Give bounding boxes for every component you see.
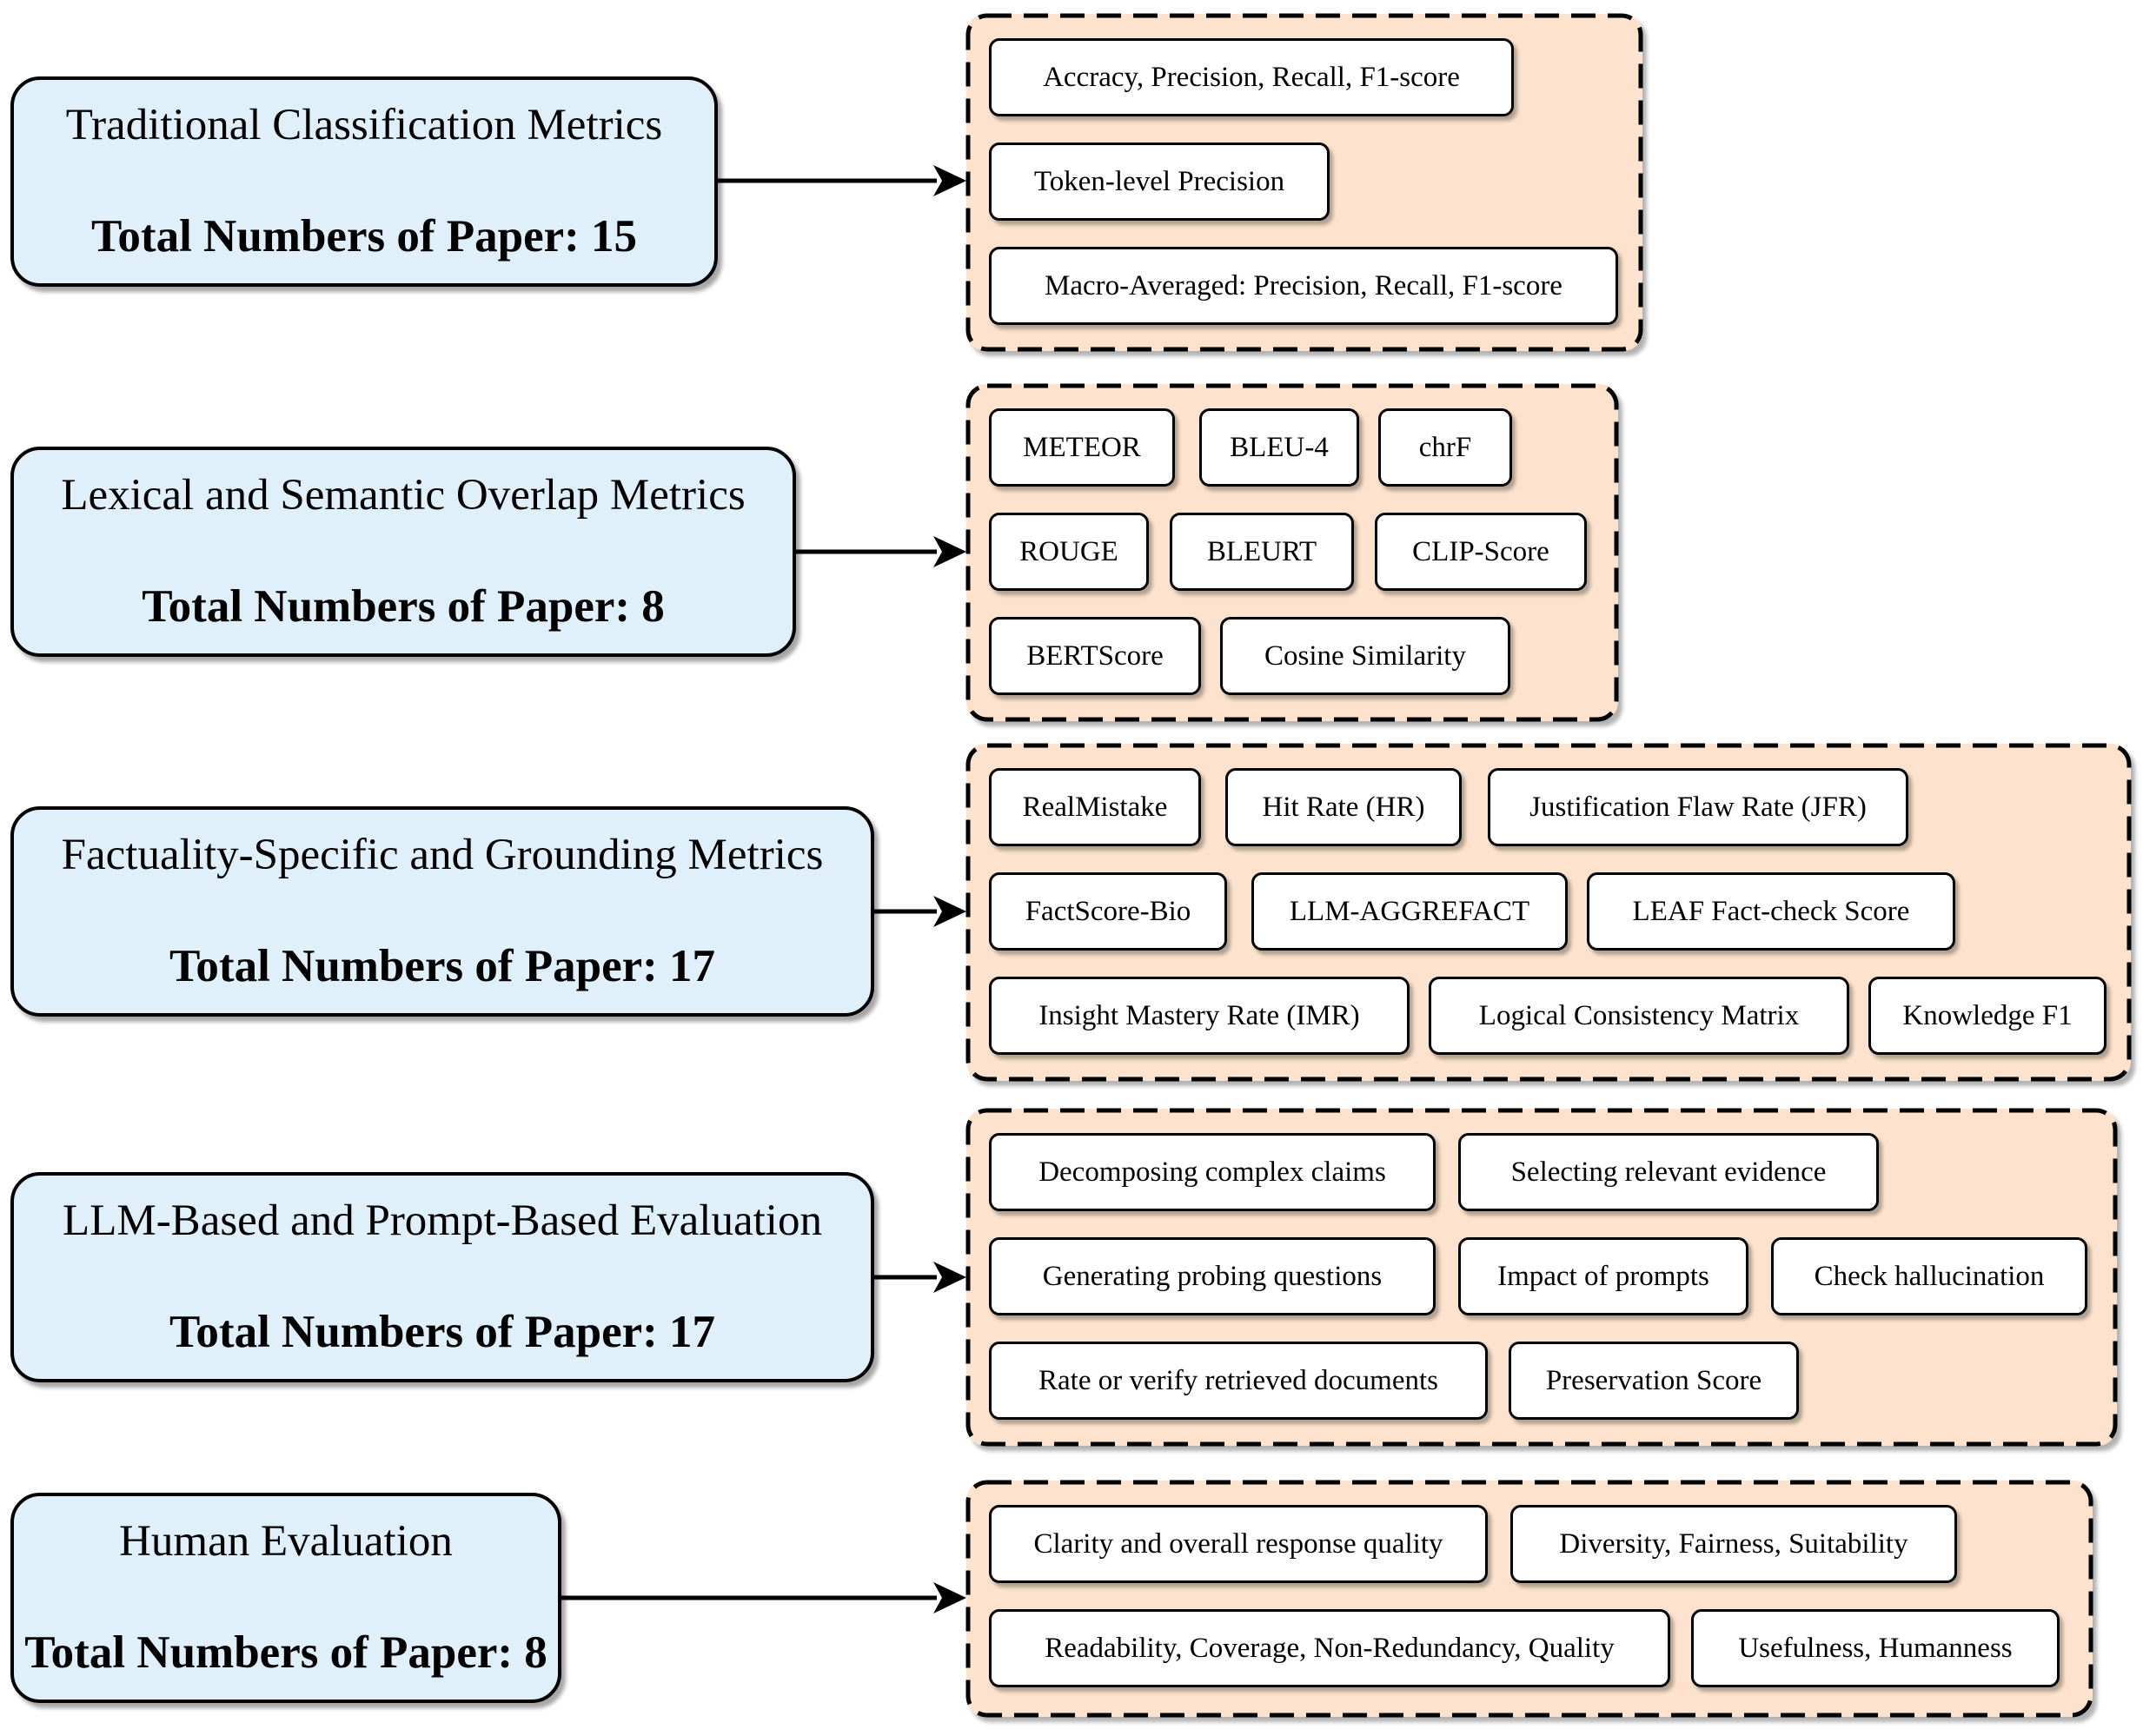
metric-chip: Decomposing complex claims	[989, 1133, 1436, 1211]
arrow-lexical	[796, 536, 966, 567]
category-total: Total Numbers of Paper: 17	[14, 1306, 871, 1358]
metric-chip: Generating probing questions	[989, 1237, 1436, 1315]
metric-chip: BLEURT	[1170, 513, 1354, 591]
metric-chip: Clarity and overall response quality	[989, 1505, 1488, 1583]
metrics-group-human: Clarity and overall response quality Div…	[965, 1480, 2093, 1718]
metrics-group-lexical: METEOR BLEU-4 chrF ROUGE BLEURT CLIP-Sco…	[965, 383, 1619, 722]
category-box-lexical: Lexical and Semantic Overlap Metrics Tot…	[10, 447, 796, 657]
metric-chip: Impact of prompts	[1458, 1237, 1748, 1315]
total-label: Total Numbers of Paper:	[169, 941, 658, 991]
dashed-border	[965, 383, 1619, 722]
category-total: Total Numbers of Paper: 8	[14, 1627, 558, 1679]
metric-chip: Insight Mastery Rate (IMR)	[989, 977, 1410, 1055]
metric-chip: chrF	[1378, 408, 1512, 487]
metric-chip: CLIP-Score	[1375, 513, 1587, 591]
metric-chip: Macro-Averaged: Precision, Recall, F1-sc…	[989, 247, 1618, 325]
category-box-llm: LLM-Based and Prompt-Based Evaluation To…	[10, 1172, 874, 1382]
arrow-llm	[874, 1262, 966, 1293]
total-label: Total Numbers of Paper:	[90, 211, 580, 262]
metric-chip: Diversity, Fairness, Suitability	[1510, 1505, 1957, 1583]
category-box-factuality: Factuality-Specific and Grounding Metric…	[10, 806, 874, 1017]
metric-chip: LLM-AGGREFACT	[1251, 872, 1568, 951]
total-label: Total Numbers of Paper:	[142, 581, 631, 632]
arrow-human	[561, 1582, 966, 1613]
metric-chip: Justification Flaw Rate (JFR)	[1488, 768, 1908, 846]
metric-chip: Hit Rate (HR)	[1225, 768, 1462, 846]
category-total: Total Numbers of Paper: 15	[14, 210, 714, 262]
metric-chip: Check hallucination	[1771, 1237, 2087, 1315]
arrow-factuality	[874, 896, 966, 927]
metric-chip: BERTScore	[989, 617, 1201, 695]
metric-chip: Accracy, Precision, Recall, F1-score	[989, 38, 1514, 116]
category-title: Factuality-Specific and Grounding Metric…	[61, 831, 824, 879]
category-title: Traditional Classification Metrics	[65, 101, 663, 149]
metric-chip: FactScore-Bio	[989, 872, 1227, 951]
metrics-group-llm: Decomposing complex claims Selecting rel…	[965, 1108, 2118, 1447]
total-label: Total Numbers of Paper:	[24, 1627, 514, 1678]
metric-chip: Knowledge F1	[1868, 977, 2107, 1055]
category-title: LLM-Based and Prompt-Based Evaluation	[63, 1196, 822, 1245]
category-title: Human Evaluation	[119, 1517, 453, 1566]
total-value: 8	[524, 1627, 547, 1678]
dashed-border	[965, 743, 2132, 1082]
total-value: 17	[669, 941, 716, 991]
metric-chip: Token-level Precision	[989, 142, 1330, 221]
dashed-border	[965, 1480, 2093, 1718]
metric-chip: Readability, Coverage, Non-Redundancy, Q…	[989, 1609, 1670, 1687]
metric-chip: Cosine Similarity	[1220, 617, 1510, 695]
metric-chip: BLEU-4	[1199, 408, 1359, 487]
category-box-traditional: Traditional Classification Metrics Total…	[10, 76, 718, 287]
total-label: Total Numbers of Paper:	[169, 1307, 658, 1357]
metric-chip: ROUGE	[989, 513, 1149, 591]
metric-chip: LEAF Fact-check Score	[1587, 872, 1955, 951]
total-value: 15	[591, 211, 638, 262]
metrics-group-traditional: Accracy, Precision, Recall, F1-score Tok…	[965, 13, 1643, 352]
category-title: Lexical and Semantic Overlap Metrics	[61, 471, 746, 520]
metric-chip: Logical Consistency Matrix	[1429, 977, 1849, 1055]
total-value: 17	[669, 1307, 716, 1357]
category-box-human: Human Evaluation Total Numbers of Paper:…	[10, 1493, 561, 1703]
total-value: 8	[641, 581, 665, 632]
metric-chip: RealMistake	[989, 768, 1201, 846]
category-total: Total Numbers of Paper: 17	[14, 940, 871, 992]
dashed-border	[965, 13, 1643, 352]
category-total: Total Numbers of Paper: 8	[14, 580, 793, 633]
arrow-traditional	[718, 165, 966, 196]
metric-chip: Rate or verify retrieved documents	[989, 1342, 1488, 1420]
metric-chip: Preservation Score	[1509, 1342, 1799, 1420]
metric-chip: Usefulness, Humanness	[1691, 1609, 2060, 1687]
metric-chip: METEOR	[989, 408, 1175, 487]
dashed-border	[965, 1108, 2118, 1447]
metric-chip: Selecting relevant evidence	[1458, 1133, 1879, 1211]
metrics-group-factuality: RealMistake Hit Rate (HR) Justification …	[965, 743, 2132, 1082]
